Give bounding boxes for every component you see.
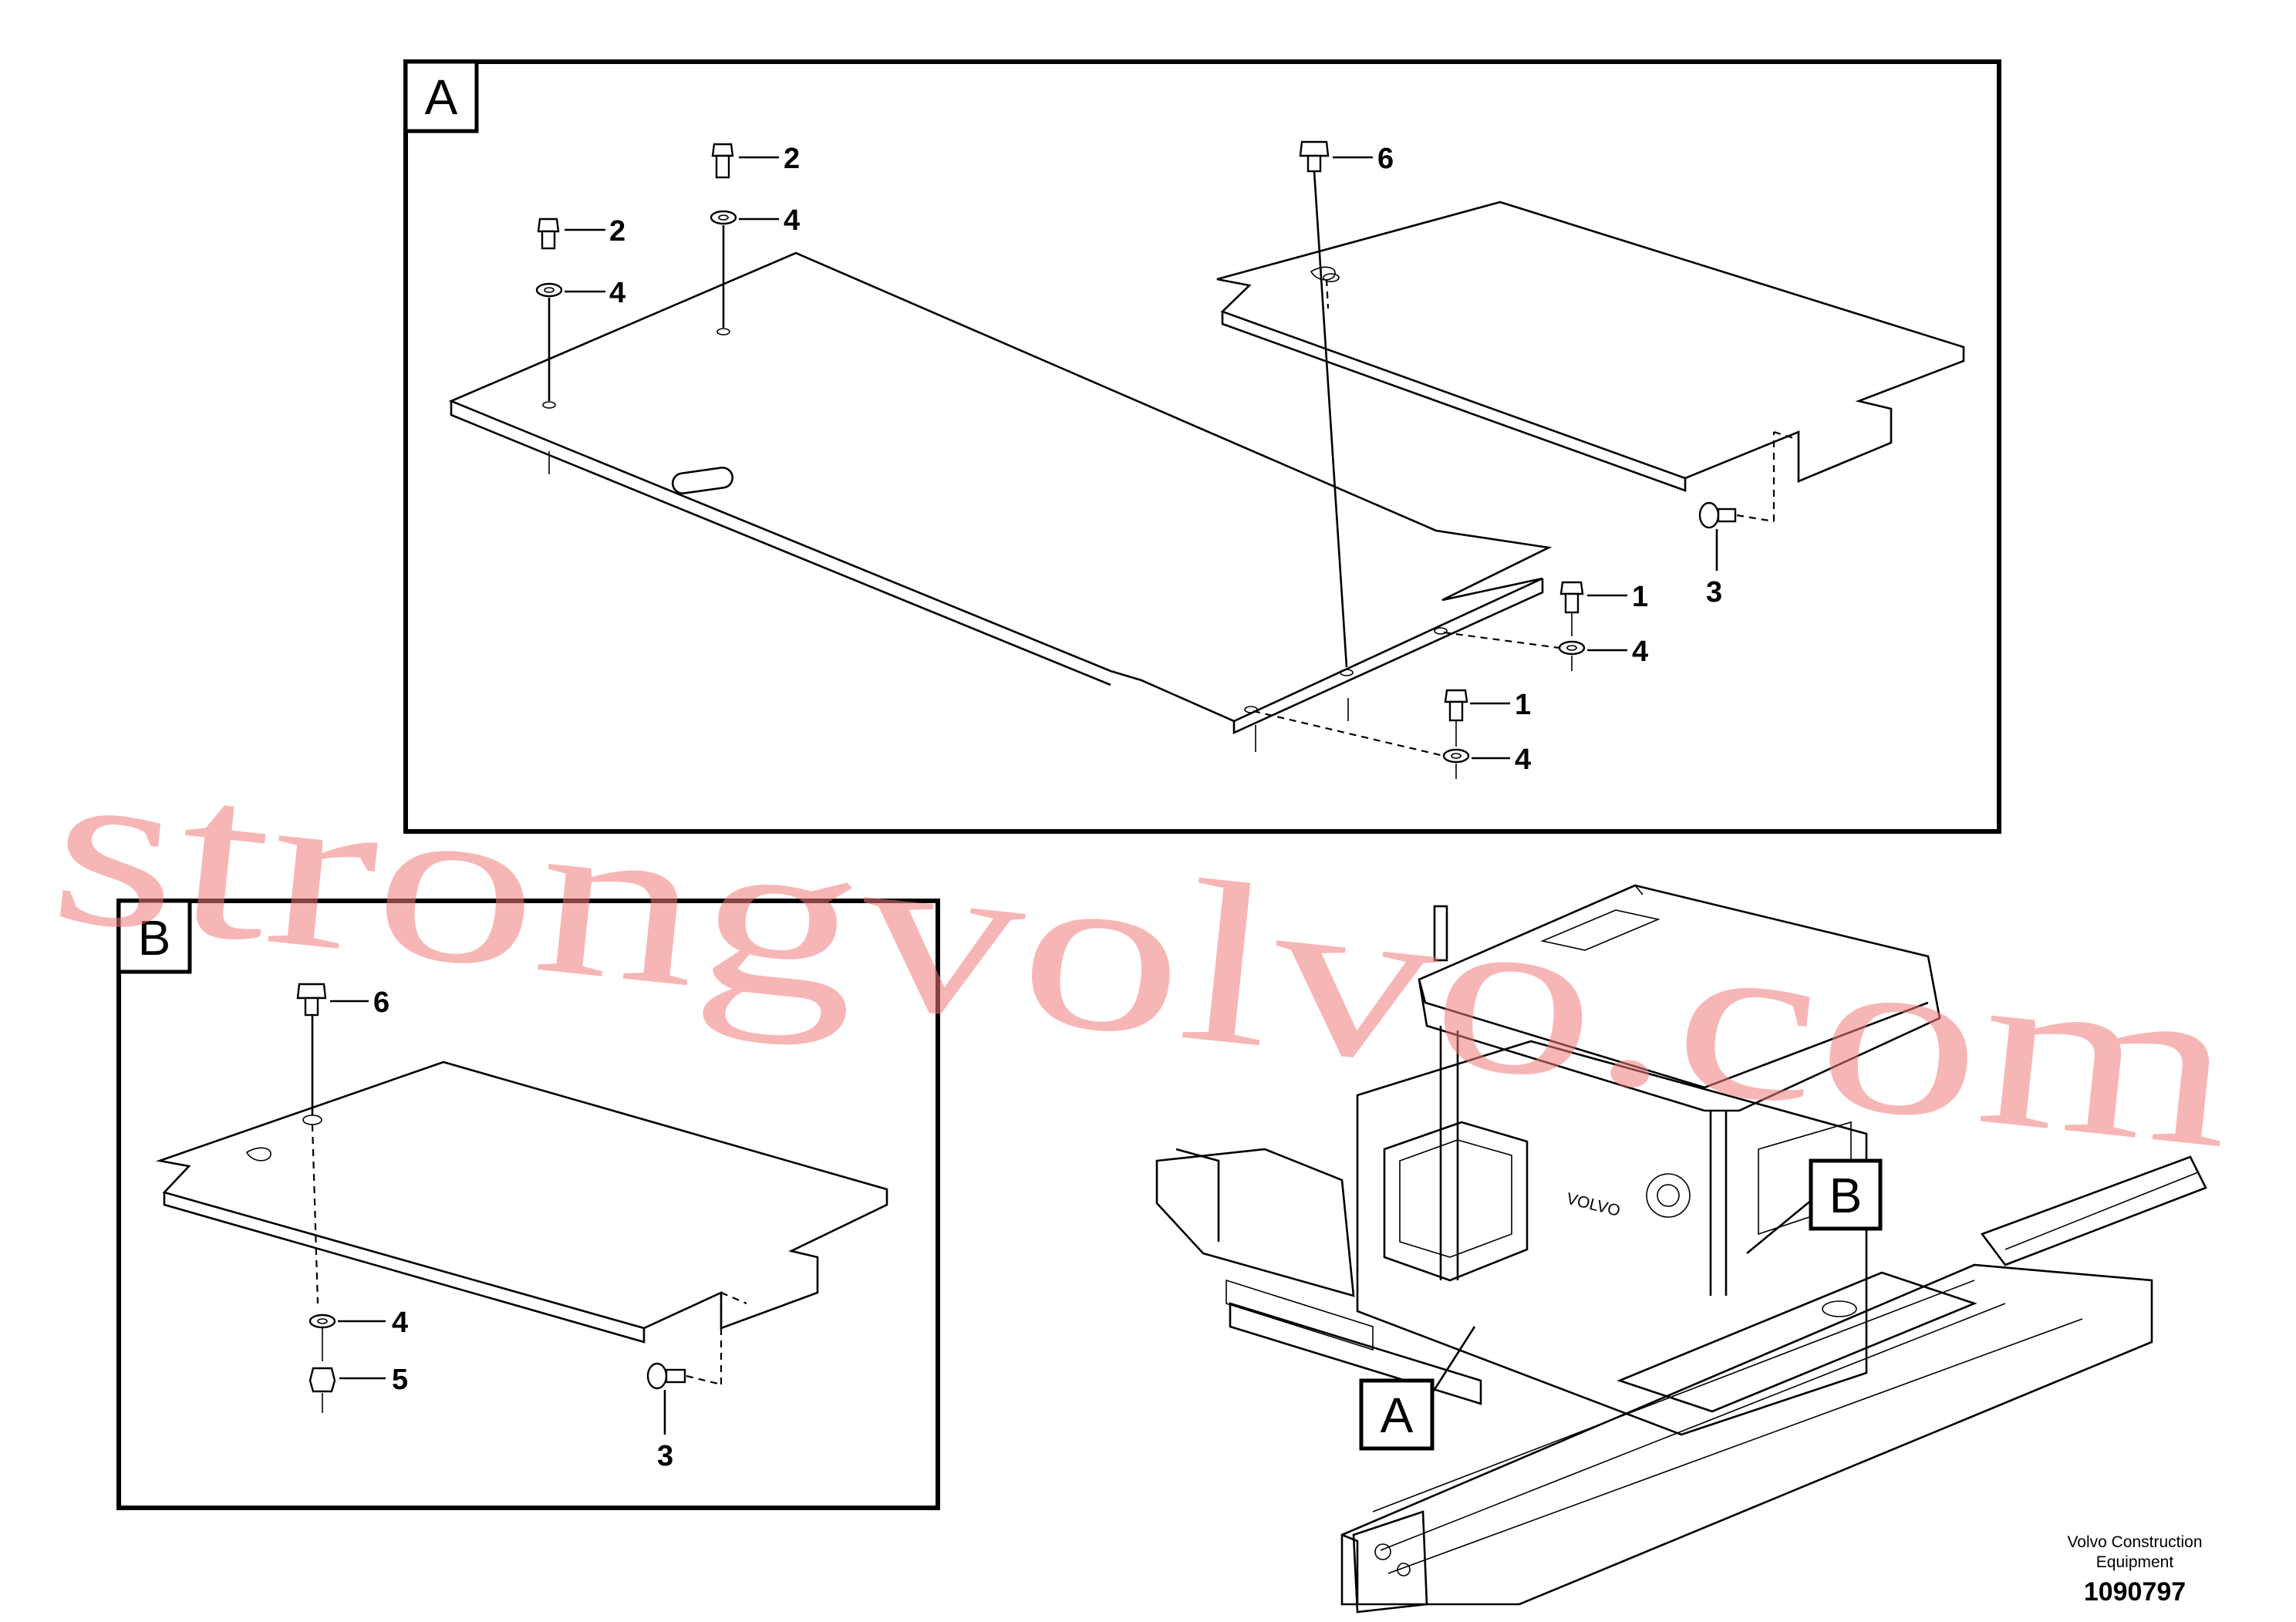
stud-3-a [1698, 430, 1799, 571]
callout-a-4-top: 4 [784, 204, 800, 237]
callout-b-5: 5 [392, 1364, 408, 1396]
view-b-frame [116, 899, 940, 1510]
drawing-number: 1090797 [2084, 1577, 2186, 1607]
callout-a-2-top: 2 [784, 143, 800, 175]
callout-a-4-right: 4 [1632, 636, 1648, 668]
callout-b-4: 4 [392, 1307, 408, 1339]
credit-line-1: Volvo Construction [2067, 1533, 2202, 1551]
callout-a-1-lower: 1 [1515, 689, 1531, 721]
washer-4-lower [1253, 710, 1510, 779]
view-b: B [116, 899, 940, 1510]
view-b-label-box [116, 899, 192, 974]
nut-5-b [308, 1367, 386, 1413]
bolt-6-b [296, 983, 369, 1304]
callout-a-4-lower: 4 [1515, 744, 1531, 776]
view-a-frame [403, 59, 2001, 834]
callout-b-box [1809, 1158, 1883, 1231]
callout-b-overview: B [1829, 1168, 1863, 1223]
callout-a-6: 6 [1377, 143, 1394, 175]
bolt-1-right [1559, 581, 1627, 636]
washer-4-left [535, 282, 605, 401]
floor-plate-small [1216, 201, 1965, 492]
floor-plate-b [155, 1061, 888, 1344]
stud-3-b [646, 1291, 747, 1435]
leader-b [1746, 1198, 1813, 1255]
view-a-label: A [425, 69, 458, 125]
callout-a-box [1359, 1378, 1435, 1451]
view-b-label: B [138, 910, 171, 966]
view-a: A [403, 59, 2001, 834]
paver-overview: VOLVO A B [1155, 884, 2207, 1614]
callout-a-3: 3 [1706, 576, 1722, 609]
callout-b-6: 6 [373, 986, 389, 1019]
washer-4-top [710, 210, 779, 328]
view-a-label-box [403, 59, 479, 133]
watermark: strongvolvo.com [41, 713, 2246, 1197]
bolt-2-top [711, 143, 779, 179]
credit-line-2: Equipment [2096, 1553, 2174, 1571]
callout-b-3: 3 [657, 1440, 673, 1472]
brand-text: VOLVO [1565, 1190, 1622, 1220]
bolt-2-left [537, 218, 605, 250]
callout-a-1-right: 1 [1632, 581, 1648, 613]
floor-plate-large [448, 251, 1553, 752]
bolt-1-lower [1444, 689, 1510, 747]
plate-slot [671, 467, 734, 494]
bolt-6-a [1299, 140, 1373, 668]
callout-a-4-left: 4 [609, 277, 625, 309]
callout-a-2-left: 2 [609, 215, 625, 248]
washer-4-b [308, 1313, 386, 1361]
washer-4-right [1443, 631, 1627, 671]
callout-a-overview: A [1381, 1388, 1414, 1443]
